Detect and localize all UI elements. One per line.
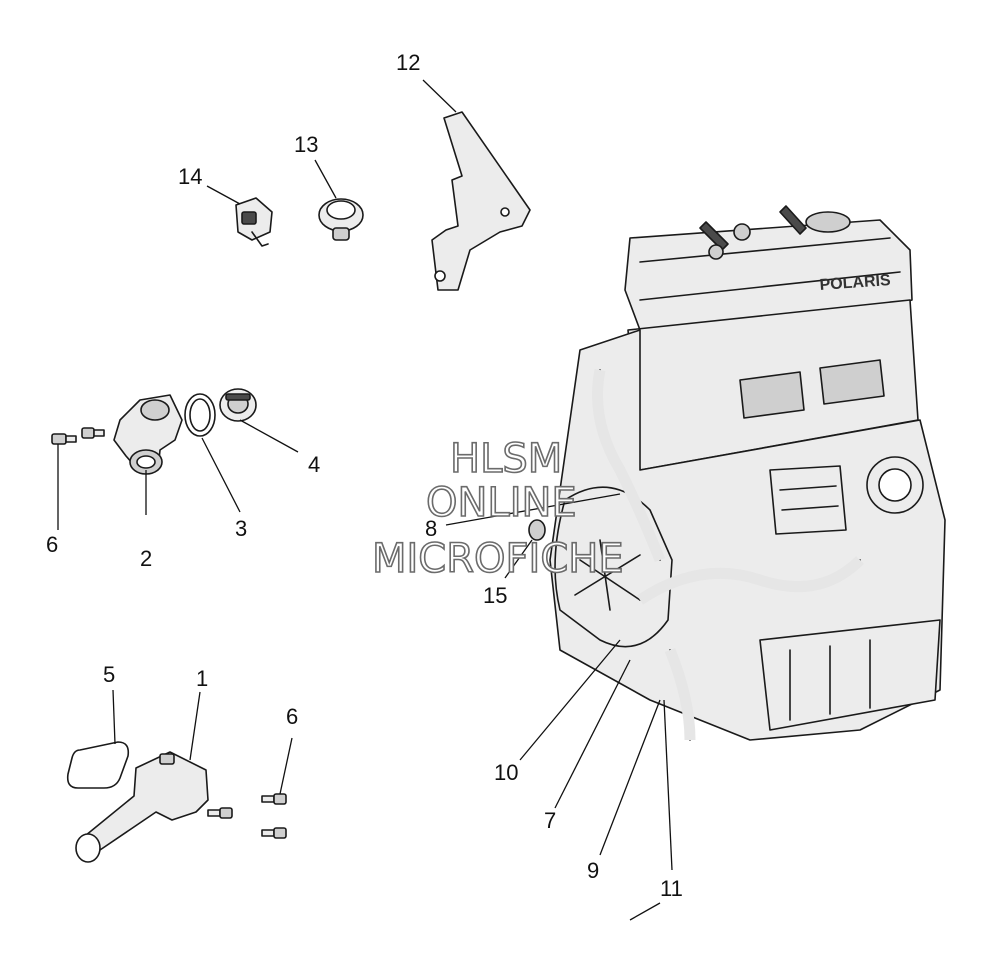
part-6-bolts-lower[interactable] xyxy=(207,793,287,839)
part-13-hose-clamp[interactable] xyxy=(318,198,364,241)
engine-assembly[interactable]: POLARIS xyxy=(528,205,946,741)
callout-8: 8 xyxy=(425,516,437,541)
watermark-line-3: MICROFICHE xyxy=(372,536,624,582)
watermark: HLSM ONLINE MICROFICHE xyxy=(371,435,624,583)
callout-14: 14 xyxy=(178,164,202,189)
watermark-line-2: ONLINE xyxy=(426,480,577,526)
callout-7: 7 xyxy=(544,808,556,833)
part-14-clip[interactable] xyxy=(235,197,273,247)
part-12-bracket[interactable] xyxy=(431,111,531,291)
part-1-water-outlet[interactable] xyxy=(75,751,209,863)
part-4-thermostat[interactable] xyxy=(219,388,257,422)
callout-1: 1 xyxy=(196,666,208,691)
part-2-thermostat-housing[interactable] xyxy=(113,394,183,475)
callout-15: 15 xyxy=(483,583,507,608)
engine-brand-text: POLARIS xyxy=(819,272,891,294)
callout-6-upper: 6 xyxy=(46,532,58,557)
callout-4: 4 xyxy=(308,452,320,477)
callout-11: 11 xyxy=(660,876,683,901)
callout-9: 9 xyxy=(587,858,599,883)
callout-6-lower: 6 xyxy=(286,704,298,729)
callout-labels: 1 2 3 4 5 6 6 7 8 9 10 11 12 13 14 15 xyxy=(46,50,683,901)
part-5-gasket[interactable] xyxy=(66,741,130,789)
callout-5: 5 xyxy=(103,662,115,687)
part-3-o-ring[interactable] xyxy=(184,393,216,437)
callout-12: 12 xyxy=(396,50,420,75)
watermark-line-1: HLSM xyxy=(450,436,562,482)
part-6-bolts-upper[interactable] xyxy=(51,427,105,445)
leader-lines xyxy=(57,79,673,921)
callout-3: 3 xyxy=(235,516,247,541)
callout-13: 13 xyxy=(294,132,318,157)
callout-2: 2 xyxy=(140,546,152,571)
callout-10: 10 xyxy=(494,760,518,785)
part-15-plug[interactable] xyxy=(528,519,546,541)
